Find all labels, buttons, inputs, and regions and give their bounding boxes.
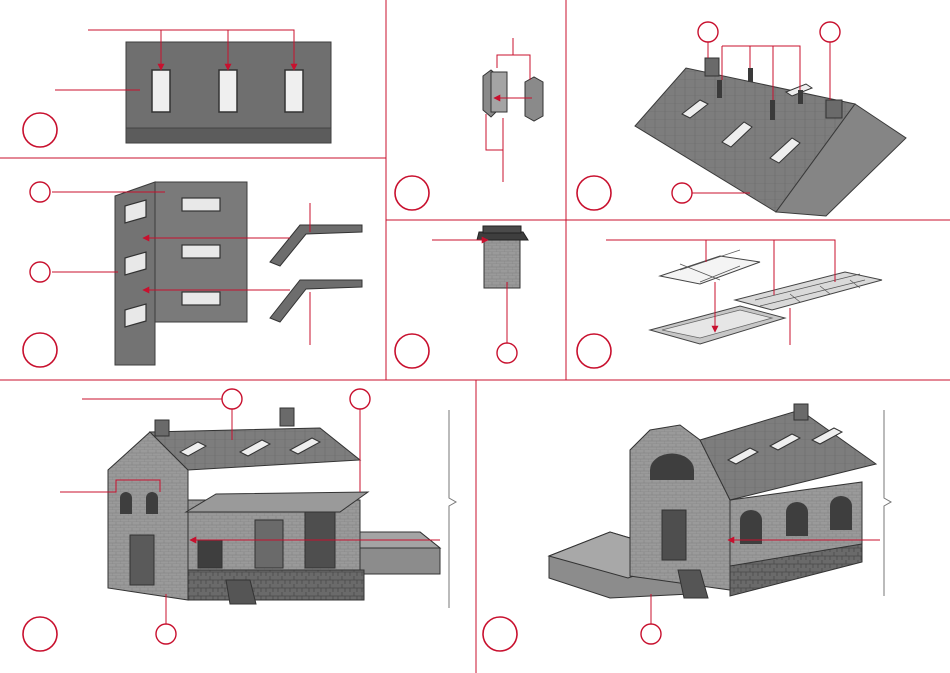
part-circle-1 <box>222 389 242 409</box>
part-circle-1 <box>497 343 517 363</box>
wall-plate-base <box>126 128 331 143</box>
rear-window-1 <box>740 510 762 544</box>
bracket-lower <box>270 280 362 322</box>
chimney-cap-top <box>483 226 521 233</box>
window-1 <box>152 70 170 112</box>
gable-window-right <box>146 492 158 514</box>
panel-chimney-cap <box>395 226 528 368</box>
vent-4 <box>798 90 803 104</box>
chimney-right <box>826 100 842 118</box>
stone-base <box>188 570 364 600</box>
part-circle-2 <box>350 389 370 409</box>
part-circle-1 <box>30 182 50 202</box>
panel-chimney-parts <box>395 38 543 210</box>
step-circle <box>23 113 57 147</box>
front-window <box>198 540 222 568</box>
step-circle <box>23 617 57 651</box>
chimney-half-right <box>525 77 543 121</box>
window-3 <box>285 70 303 112</box>
bracket-upper <box>270 225 362 266</box>
rear-chimney <box>794 404 808 420</box>
vent-1 <box>717 80 722 98</box>
canopy <box>186 492 368 512</box>
step-circle <box>577 176 611 210</box>
wall-profile-sketch <box>449 410 456 608</box>
panel-wall-with-brackets <box>23 182 362 367</box>
chimney-body <box>484 240 520 288</box>
step-circle <box>23 333 57 367</box>
front-chimney-1 <box>155 420 169 436</box>
vent-2 <box>748 68 753 82</box>
panel-building-front-view <box>23 389 456 651</box>
step-circle <box>395 334 429 368</box>
part-circle-1 <box>641 624 661 644</box>
part-circle-2 <box>820 22 840 42</box>
panel-building-rear-view <box>483 404 891 651</box>
part-circle-3 <box>672 183 692 203</box>
part-circle-1 <box>698 22 718 42</box>
step-circle <box>577 334 611 368</box>
rear-window-3 <box>830 496 852 530</box>
front-window-3 <box>182 292 220 305</box>
panel-side-wall-windows <box>23 30 331 147</box>
window-2 <box>219 70 237 112</box>
chimney-left <box>705 58 719 76</box>
part-circle-3 <box>156 624 176 644</box>
gable-arch-door <box>662 510 686 560</box>
leader-chimney-bottom <box>486 114 503 150</box>
step-circle <box>483 617 517 651</box>
part-circle-2 <box>30 262 50 282</box>
front-door-1 <box>255 520 283 568</box>
gable-window-left <box>120 492 132 514</box>
panel-skylight-glazing <box>577 240 882 368</box>
gable-door <box>130 535 154 585</box>
rear-window-2 <box>786 502 808 536</box>
front-window-1 <box>182 198 220 211</box>
front-chimney-2 <box>280 408 294 426</box>
panel-roof-assembly <box>577 22 906 216</box>
chimney-half-inner <box>491 72 507 112</box>
step-circle <box>395 176 429 210</box>
vent-3 <box>770 100 775 120</box>
front-window-2 <box>182 245 220 258</box>
frame-long <box>735 272 882 310</box>
rear-wall-profile-sketch <box>884 410 891 596</box>
